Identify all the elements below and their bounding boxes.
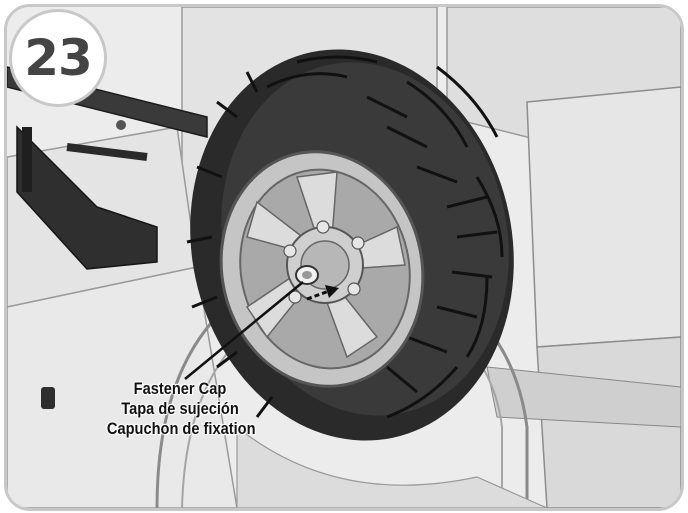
callout-label: Fastener Cap Tapa de sujeción Capuchon d… [95,379,265,439]
step-number: 23 [24,29,93,87]
fastener-cap-icon [295,265,319,285]
callout-line-es: Tapa de sujeción [121,399,239,418]
callout-line-en: Fastener Cap [133,379,227,398]
direction-arrow-icon [306,285,339,301]
leader-line-icon [184,281,304,380]
assembly-illustration [7,7,681,508]
illustration-frame: 23 Fastener Cap Tapa de sujeción Capucho… [4,4,684,511]
wheel-icon [186,49,514,441]
step-badge: 23 [9,9,107,107]
callout-line-fr: Capuchon de fixation [106,419,256,438]
